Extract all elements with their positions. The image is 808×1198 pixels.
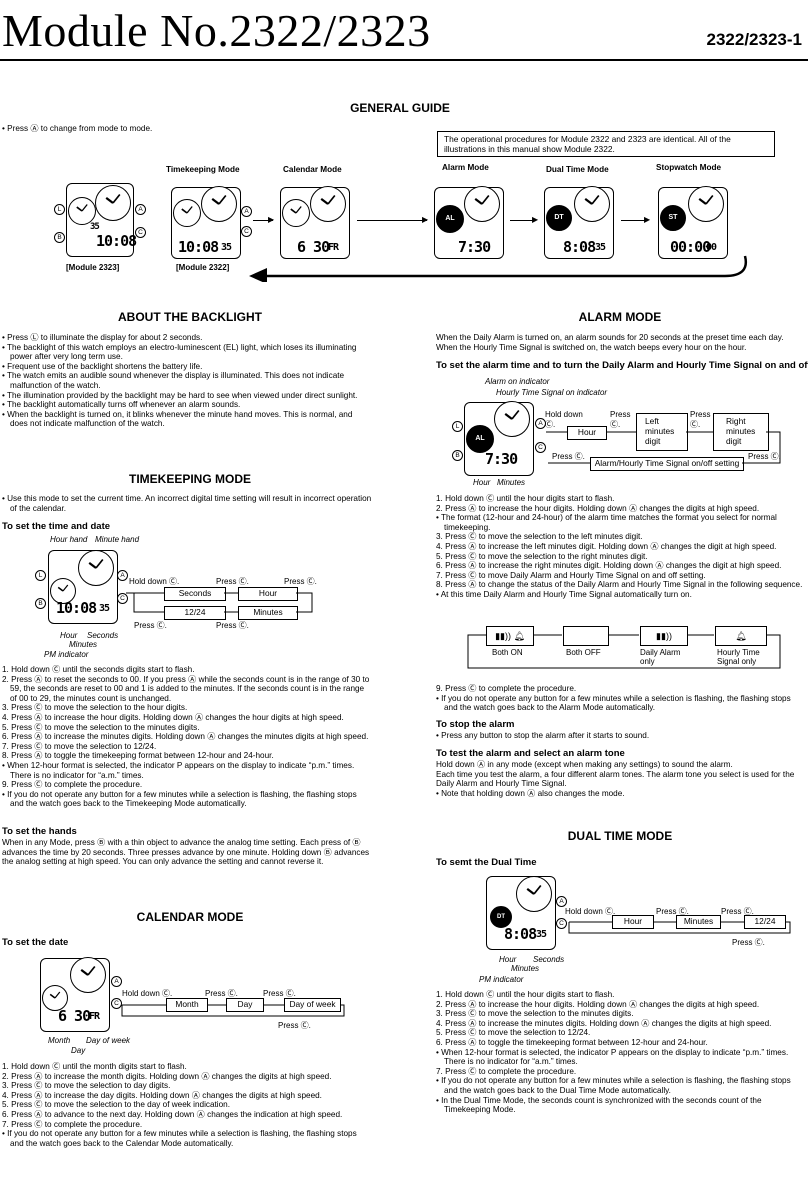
stop-alarm-heading: To stop the alarm [436,719,515,730]
lcd-alarm: 7:30 [458,238,491,256]
alarm-steps: 1. Hold down Ⓒ until the hour digits sta… [436,494,803,599]
clock-hands-icon [584,194,600,205]
analog-dial [574,186,610,222]
lcd-date: 6 30 [297,238,330,256]
clock-hands-icon [49,991,61,999]
arrow [510,220,536,221]
st-badge: ST [660,205,686,231]
set-date-heading: To set the date [2,937,69,948]
dual-steps: 1. Hold down Ⓒ until the hour digits sta… [436,990,791,1115]
arrow [253,220,273,221]
set-dual-heading: To semt the Dual Time [436,857,537,868]
stop-alarm-text: • Press any button to stop the alarm aft… [436,731,650,740]
analog-dial [688,186,724,222]
sequence-lines [467,634,781,669]
clock-hands-icon [80,965,96,976]
clock-hands-icon [76,204,88,212]
sub-dial [50,578,76,604]
calendar-heading: CALENDAR MODE [136,910,244,924]
model-number: 2322/2323-1 [706,30,802,49]
daily-alarm-indicator: ▮▮)) [640,626,688,646]
module-note: The operational procedures for Module 23… [437,131,775,157]
header-rule [0,59,808,61]
button-c: C [135,227,146,238]
mode-label-stopwatch: Stopwatch Mode [656,163,722,172]
sub-dial [173,199,201,227]
clock-hands-icon [698,194,714,205]
analog-dial [95,185,131,221]
backlight-heading: ABOUT THE BACKLIGHT [118,310,262,324]
clock-hands-icon [57,584,69,592]
mode-label-calendar: Calendar Mode [283,165,342,174]
arrow-head: ▶ [268,215,275,224]
analog-dial [70,957,106,993]
set-hands-heading: To set the hands [2,826,77,837]
set-time-heading: To set the time and date [2,521,111,532]
arrow [621,220,648,221]
button-a: A [135,204,146,215]
button-l: L [54,204,65,215]
dual-heading: DUAL TIME MODE [567,829,673,843]
analog-dial [78,550,114,586]
mode-label-alarm: Alarm Mode [442,163,489,172]
arrow-head: ▶ [532,215,539,224]
clock-hands-icon [181,206,193,214]
lcd-time: 10:08 [178,238,219,256]
clock-hands-icon [320,194,336,205]
hourly-indicator: 🔔︎ [715,626,767,646]
dt-badge: DT [546,205,572,231]
flow-lines [121,1004,345,1017]
module-2323-label: [Module 2323] [66,263,120,272]
button-c: C [241,226,252,237]
manual-title: Module No.2322/2323 [2,5,431,56]
flow-lines [126,592,313,613]
calendar-steps: 1. Hold down Ⓒ until the month digits st… [2,1062,357,1148]
analog-dial [516,876,552,912]
clock-hands-icon [526,884,542,895]
analog-dial [310,186,346,222]
clock-hands-icon [504,409,520,420]
flow-lines [546,431,781,464]
lcd-stopwatch: 00:00 [670,238,711,256]
module-2322-label: [Module 2322] [176,263,230,272]
both-on-indicator: ▮▮)) 🔔︎ [486,626,534,646]
arrow-head: ▶ [644,215,651,224]
button-b: B [54,232,65,243]
arrow [357,220,427,221]
clock-hands-icon [88,558,104,569]
analog-dial [494,401,530,437]
general-guide-heading: GENERAL GUIDE [350,101,450,115]
flow-lines [568,921,791,934]
al-badge: AL [436,205,464,233]
lcd-dual: 8:08 [563,238,596,256]
test-alarm-text: Hold down Ⓐ in any mode (except when mak… [436,760,795,798]
test-alarm-heading: To test the alarm and select an alarm to… [436,748,625,759]
arrow-head: ▶ [422,215,429,224]
timekeeping-steps: 1. Hold down Ⓒ until the seconds digits … [2,665,370,809]
button-a: A [241,206,252,217]
clock-hands-icon [474,194,490,205]
mode-label-timekeeping: Timekeeping Mode [166,165,240,174]
mode-label-dual: Dual Time Mode [546,165,609,174]
set-alarm-heading: To set the alarm time and to turn the Da… [436,360,808,371]
set-hands-text: When in any Mode, press Ⓑ with a thin ob… [2,838,370,867]
analog-dial [201,186,237,222]
return-arrow [249,255,748,282]
timekeeping-intro: • Use this mode to set the current time.… [2,494,372,513]
alarm-intro: When the Daily Alarm is turned on, an al… [436,333,784,352]
backlight-list: • Press Ⓛ to illuminate the display for … [2,333,358,429]
sub-dial [282,199,310,227]
clock-hands-icon [211,194,227,205]
general-press-a: • Press Ⓐ to change from mode to mode. [2,124,153,133]
sub-dial [68,197,96,225]
timekeeping-heading: TIMEKEEPING MODE [128,472,251,486]
sub-dial [42,985,68,1011]
alarm-steps-2: 9. Press Ⓒ to complete the procedure. • … [436,684,791,713]
alarm-heading: ALARM MODE [578,310,662,324]
both-off-indicator [563,626,609,646]
clock-hands-icon [105,193,121,204]
analog-dial [464,186,500,222]
lcd-display: 10:08 [96,232,137,250]
clock-hands-icon [290,206,302,214]
